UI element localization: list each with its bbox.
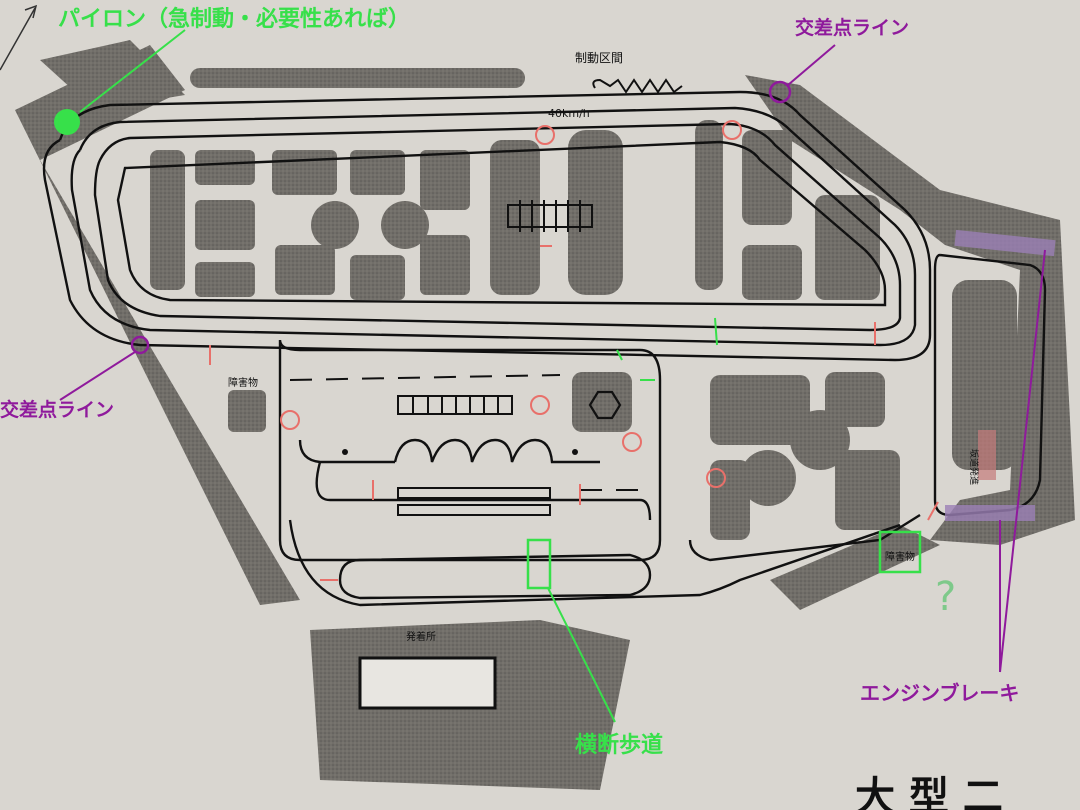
crossing-top-label: 交差点ライン bbox=[795, 16, 909, 39]
crossing-left-leader bbox=[59, 351, 136, 401]
start-text: 発着所 bbox=[406, 630, 436, 643]
engine-brake-zone-bottom bbox=[945, 505, 1035, 521]
pylon-leader bbox=[79, 29, 186, 113]
crossing-top-leader bbox=[787, 44, 836, 86]
slope-zone bbox=[978, 430, 996, 480]
crosswalk-leader bbox=[547, 587, 616, 723]
outer-border-topleft bbox=[40, 40, 185, 110]
dashed-lines bbox=[289, 374, 640, 491]
purple-markers bbox=[59, 44, 1056, 673]
start-building bbox=[358, 656, 497, 710]
obstacle-right-text: 障害物 bbox=[885, 550, 915, 563]
engine-brake-zone-top bbox=[954, 229, 1056, 257]
outer-border-right bbox=[745, 75, 1075, 545]
pylon-label: パイロン（急制動・必要性あれば） bbox=[58, 6, 410, 32]
outer-border-left bbox=[15, 45, 300, 605]
lower-blocks bbox=[228, 372, 900, 540]
top-strip bbox=[190, 68, 525, 88]
north-arrow-icon bbox=[0, 4, 38, 71]
slope-text: 坂道発進 bbox=[968, 449, 980, 485]
sheet-title: 大 型 二 bbox=[855, 774, 1003, 810]
engine-brake-label: エンジンブレーキ bbox=[860, 681, 1019, 705]
fixtures bbox=[342, 78, 683, 516]
obstacle-left-text: 障害物 bbox=[228, 376, 258, 389]
crosswalk-box bbox=[526, 538, 552, 590]
crossing-left-label: 交差点ライン bbox=[0, 398, 114, 421]
red-markers bbox=[209, 120, 939, 581]
braking-zone-text: 制動区間 bbox=[575, 51, 623, 65]
track-lines bbox=[42, 90, 1047, 607]
obstacle-box bbox=[878, 530, 922, 574]
question-mark: ? bbox=[935, 574, 956, 620]
outer-border-bottomright bbox=[770, 525, 940, 610]
upper-blocks bbox=[150, 120, 1017, 470]
crossing-top-circle bbox=[768, 80, 792, 104]
speed-text: 40km/h bbox=[548, 107, 590, 120]
crossing-left-circle bbox=[130, 335, 150, 355]
crosswalk-label: 横断歩道 bbox=[575, 732, 663, 758]
pylon-dot bbox=[54, 109, 80, 135]
green-markers bbox=[54, 29, 922, 723]
